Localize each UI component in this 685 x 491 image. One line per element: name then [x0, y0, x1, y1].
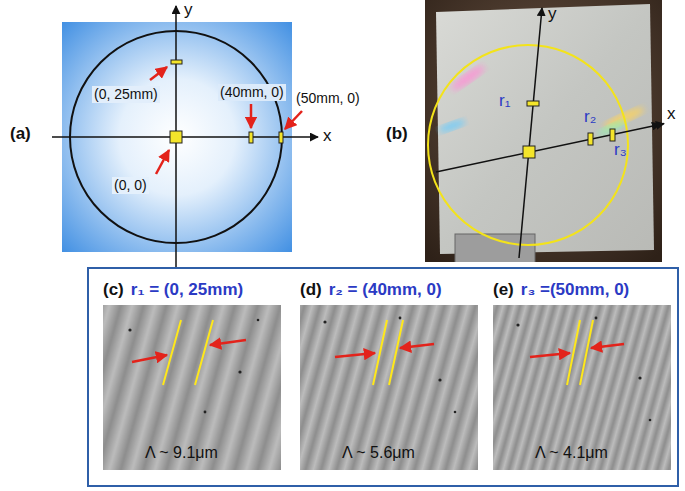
period-label: Λ ~ 9.1μm	[145, 443, 218, 462]
pointer-arrow	[285, 111, 302, 129]
pointer-arrow	[132, 355, 167, 362]
pointer-arrow	[210, 340, 246, 345]
photo-panel	[425, 0, 662, 262]
coordinate-label: (50mm, 0)	[296, 90, 360, 107]
dust-dot	[128, 328, 131, 331]
pointer-arrow	[335, 353, 375, 357]
panel-letter: (c)	[103, 280, 124, 299]
fringe-line	[195, 320, 213, 385]
fringe-image	[103, 305, 281, 470]
axis-label: y	[548, 4, 557, 24]
axis-label: y	[184, 0, 193, 20]
period-label: Λ ~ 5.6μm	[342, 443, 415, 462]
x-axis	[436, 125, 660, 173]
position-label: r₃ =(50mm, 0)	[521, 280, 630, 299]
micrograph-panel: (e)r₃ =(50mm, 0)Λ ~ 4.1μm	[493, 305, 671, 470]
dust-dot	[516, 323, 519, 326]
position-marker	[279, 132, 283, 143]
y-axis	[519, 8, 542, 258]
schematic-panel	[52, 6, 318, 268]
dust-dot	[454, 411, 457, 414]
fringe-image	[493, 305, 671, 470]
dust-dot	[595, 317, 598, 320]
photo-background	[425, 0, 662, 262]
axis-label: x	[667, 104, 676, 124]
sample-holder	[455, 234, 535, 262]
dust-dot	[649, 419, 652, 422]
micrograph-panel: (c)r₁ = (0, 25mm)Λ ~ 9.1μm	[103, 305, 281, 470]
x-axis	[660, 123, 664, 125]
pointer-arrow	[156, 150, 169, 174]
pointer-arrow	[150, 67, 167, 80]
panel-letter: (a)	[10, 124, 31, 144]
panel-letter: (b)	[386, 124, 408, 144]
position-marker	[170, 131, 182, 143]
panel-heading: (c) r₁ = (0, 25mm)	[103, 280, 250, 300]
dust-dot	[323, 320, 326, 323]
pointer-arrow	[400, 344, 434, 348]
position-label: r₁	[499, 91, 510, 111]
glass-plate	[436, 4, 654, 254]
period-label: Λ ~ 4.1μm	[535, 443, 608, 462]
micrograph-image	[300, 305, 478, 470]
position-label: r₂ = (40mm, 0)	[329, 280, 442, 299]
sample-circle	[428, 45, 628, 245]
position-marker	[610, 129, 615, 141]
panel-letter: (e)	[493, 280, 514, 299]
dust-dot	[204, 411, 207, 414]
x-axis	[52, 136, 318, 138]
axis-label: x	[323, 126, 332, 146]
rainbow-reflection	[437, 117, 466, 134]
micrograph-panel: (d)r₂ = (40mm, 0)Λ ~ 5.6μm	[300, 305, 478, 470]
micrograph-image	[103, 305, 281, 470]
pointer-arrow	[250, 104, 253, 128]
position-label: r₃	[614, 140, 627, 160]
fringe-image	[300, 305, 478, 470]
pointer-arrow	[591, 344, 624, 348]
panel-letter: (d)	[300, 280, 322, 299]
fringe-line	[580, 320, 593, 385]
panel-heading: (e) r₃ =(50mm, 0)	[493, 280, 636, 300]
dust-dot	[399, 317, 402, 320]
dust-dot	[257, 319, 260, 322]
fringe-line	[389, 320, 403, 385]
dust-dot	[238, 370, 241, 373]
position-marker	[588, 133, 593, 145]
position-label: r₂	[584, 107, 596, 127]
dust-dot	[438, 378, 441, 381]
pointer-arrow	[530, 353, 570, 357]
position-marker	[527, 101, 539, 106]
position-marker	[171, 60, 182, 64]
coordinate-label: (0, 0)	[112, 177, 149, 194]
panel-frame	[88, 268, 678, 486]
dust-dot	[638, 376, 641, 379]
fringe-line	[373, 320, 387, 385]
position-marker	[249, 132, 253, 143]
panel-heading: (d) r₂ = (40mm, 0)	[300, 280, 449, 300]
position-marker	[523, 146, 535, 158]
fringe-line	[163, 320, 181, 385]
position-label: r₁ = (0, 25mm)	[131, 280, 243, 299]
coordinate-label: (40mm, 0)	[218, 84, 286, 101]
coordinate-label: (0, 25mm)	[92, 86, 160, 103]
micrograph-image	[493, 305, 671, 470]
